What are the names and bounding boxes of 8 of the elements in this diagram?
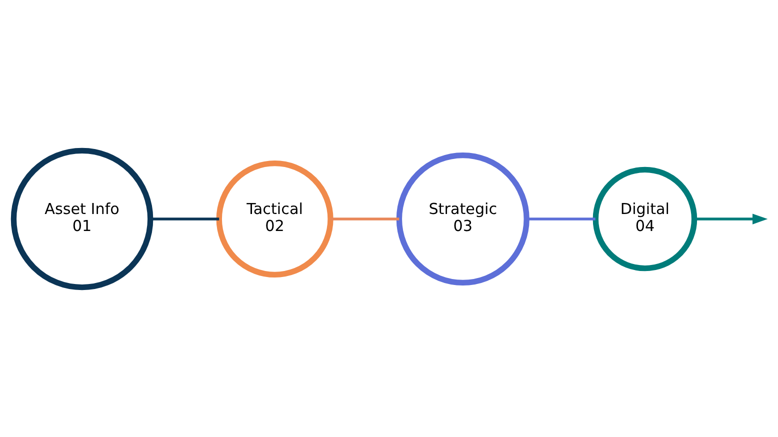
node-circle: Asset Info 01 bbox=[10, 147, 154, 290]
connector bbox=[330, 217, 400, 220]
node-circle: Tactical 02 bbox=[216, 160, 334, 278]
node-circle: Digital 04 bbox=[592, 166, 698, 271]
connector bbox=[526, 217, 596, 220]
arrow bbox=[694, 213, 768, 224]
connector bbox=[150, 217, 220, 220]
node-circle: Strategic 03 bbox=[396, 152, 530, 286]
